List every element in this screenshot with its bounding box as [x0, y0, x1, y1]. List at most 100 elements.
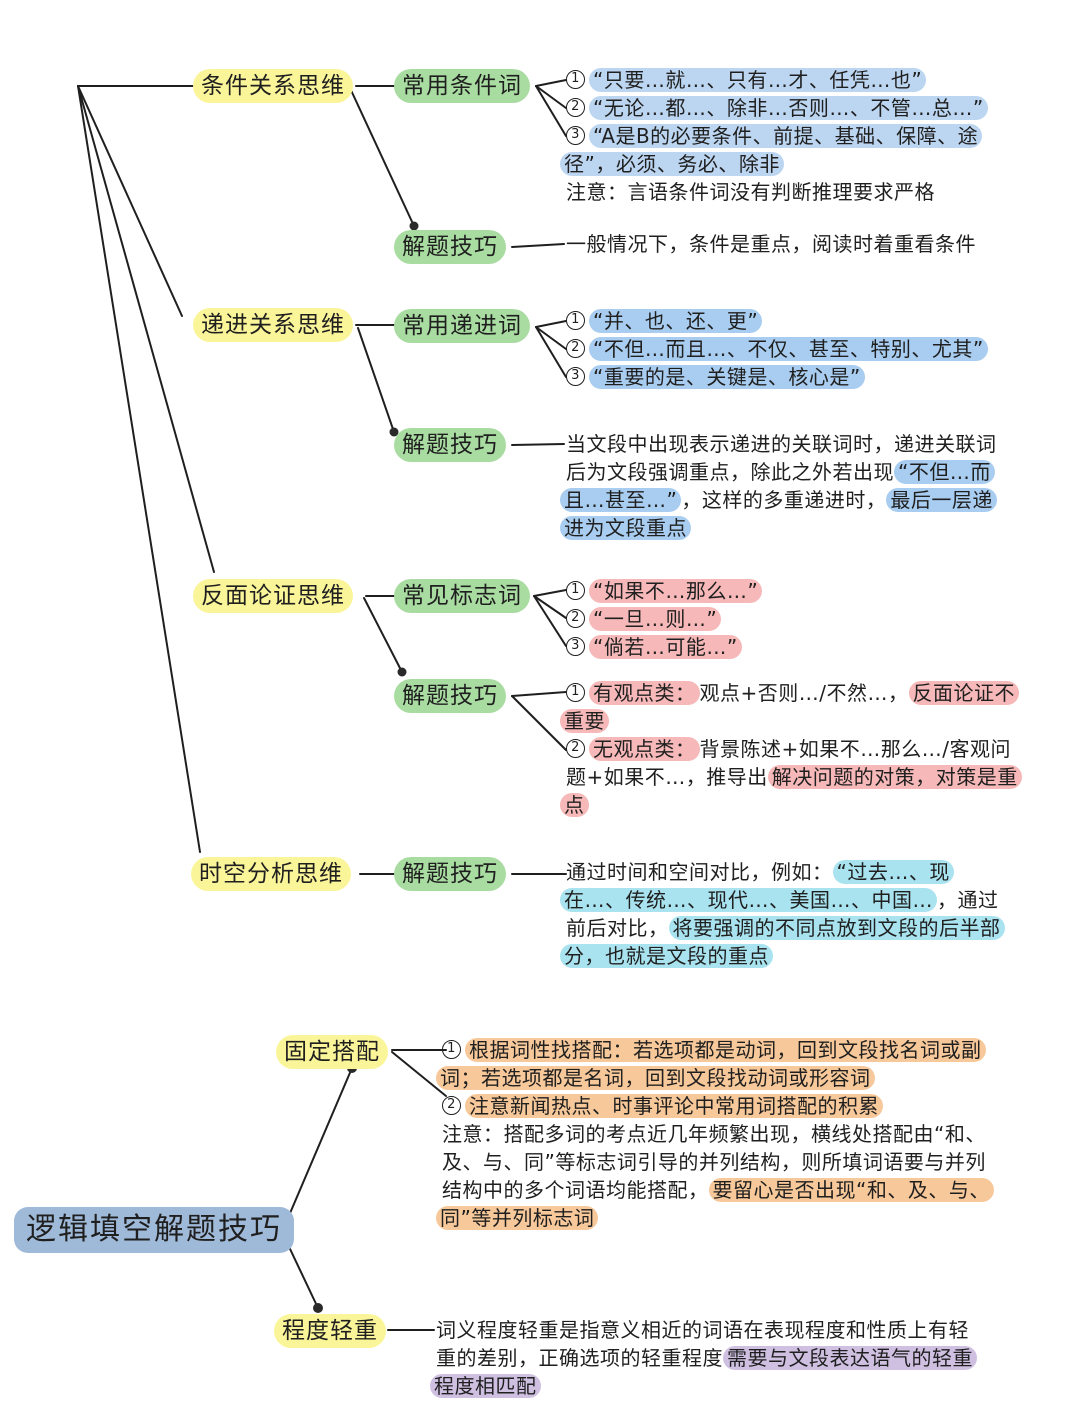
sub-counter-tips: 解题技巧: [394, 679, 506, 713]
progression-tip-1: 当文段中出现表示递进的关联词时，递进关联词: [566, 430, 997, 458]
line-text: “过去…、现: [832, 860, 954, 884]
category-label: 条件关系思维: [201, 73, 345, 99]
number-circle: 1: [566, 581, 585, 600]
progression-tip-2: 后为文段强调重点，除此之外若出现“不但…而: [566, 458, 995, 486]
node-label: 程度轻重: [282, 1318, 378, 1344]
sub-counter-words: 常见标志词: [394, 579, 530, 613]
line-text: 重的差别，正确选项的轻重程度: [436, 1346, 723, 1370]
line-text: 后为文段强调重点，除此之外若出现: [566, 460, 894, 484]
sub-label: 解题技巧: [402, 861, 498, 887]
line-text: “只要…就…、只有…才、任凭…也”: [589, 68, 927, 92]
sub-label: 常见标志词: [402, 583, 522, 609]
progression-tip-3: 且…甚至…”，这样的多重递进时，最后一层递: [560, 486, 997, 514]
fixed-note-1: 注意：搭配多词的考点近几年频繁出现，横线处搭配由“和、: [442, 1120, 986, 1148]
number-circle: 2: [566, 339, 585, 358]
line-text: 根据词性找搭配：若选项都是动词，回到文段找名词或副: [465, 1038, 986, 1062]
line-text: 径”，必须、务必、除非: [560, 152, 784, 176]
line-text: 注意新闻热点、时事评论中常用词搭配的积累: [465, 1094, 883, 1118]
sub-label: 解题技巧: [402, 683, 498, 709]
line-text: 词；若选项都是名词，回到文段找动词或形容词: [436, 1066, 875, 1090]
line-text: 同”等并列标志词: [436, 1206, 599, 1230]
line-text: 背景陈述+如果不…那么…/客观问: [699, 737, 1011, 761]
category-condition: 条件关系思维: [193, 69, 353, 103]
fixed-note-2: 及、与、同”等标志词引导的并列结构，则所填词语要与并列: [442, 1148, 986, 1176]
time-space-tip-1: 通过时间和空间对比，例如：“过去…、现: [566, 858, 954, 886]
sub-progression-tips: 解题技巧: [394, 428, 506, 462]
progression-tip-4: 进为文段重点: [560, 514, 691, 542]
line-text: 重要: [560, 709, 609, 733]
counter-word-1: 1“如果不…那么…”: [566, 577, 763, 605]
node-label: 固定搭配: [284, 1039, 380, 1065]
line-text: ，这样的多重递进时，: [681, 488, 887, 512]
fixed-line-2: 词；若选项都是名词，回到文段找动词或形容词: [436, 1064, 875, 1092]
line-text: 一般情况下，条件是重点，阅读时着重看条件: [566, 232, 976, 256]
line-text: 在…、传统…、现代…、美国…、中国…: [560, 888, 937, 912]
sub-label: 常用递进词: [402, 313, 522, 339]
condition-word-1: 1“只要…就…、只有…才、任凭…也”: [566, 66, 927, 94]
time-space-tip-3: 前后对比，将要强调的不同点放到文段的后半部: [566, 914, 1005, 942]
progression-word-2: 2“不但…而且…、不仅、甚至、特别、尤其”: [566, 335, 988, 363]
line-text: 有观点类：: [589, 681, 700, 705]
counter-tip-1-cont: 重要: [560, 707, 609, 735]
line-text: 程度相匹配: [430, 1374, 541, 1398]
line-text: 分，也就是文段的重点: [560, 944, 773, 968]
degree-line-3: 程度相匹配: [430, 1372, 541, 1400]
progression-word-1: 1“并、也、还、更”: [566, 307, 763, 335]
root-title: 逻辑填空解题技巧: [14, 1207, 294, 1253]
line-text: 且…甚至…”: [560, 488, 682, 512]
category-time-space: 时空分析思维: [191, 857, 351, 891]
degree-line-2: 重的差别，正确选项的轻重程度需要与文段表达语气的轻重: [436, 1344, 977, 1372]
line-text: “不但…而: [894, 460, 995, 484]
number-circle: 1: [566, 683, 585, 702]
category-progression: 递进关系思维: [193, 308, 353, 342]
number-circle: 2: [566, 609, 585, 628]
line-text: 通过时间和空间对比，例如：: [566, 860, 833, 884]
counter-tip-2-end: 点: [560, 791, 589, 819]
line-text: “A是B的必要条件、前提、基础、保障、途: [589, 124, 983, 148]
number-circle: 2: [566, 739, 585, 758]
line-text: “重要的是、关键是、核心是”: [589, 365, 865, 389]
node-degree: 程度轻重: [274, 1314, 386, 1348]
counter-word-2: 2“一旦…则…”: [566, 605, 722, 633]
line-text: 将要强调的不同点放到文段的后半部: [668, 916, 1005, 940]
line-text: “如果不…那么…”: [589, 579, 763, 603]
line-text: 及、与、同”等标志词引导的并列结构，则所填词语要与并列: [442, 1150, 986, 1174]
sub-condition-tips: 解题技巧: [394, 230, 506, 264]
number-circle: 2: [566, 98, 585, 117]
line-text: “并、也、还、更”: [589, 309, 763, 333]
line-text: 最后一层递: [886, 488, 997, 512]
number-circle: 3: [566, 126, 585, 145]
sub-label: 解题技巧: [402, 234, 498, 260]
time-space-tip-2: 在…、传统…、现代…、美国…、中国…，通过: [560, 886, 999, 914]
line-text: 词义程度轻重是指意义相近的词语在表现程度和性质上有轻: [436, 1318, 969, 1342]
counter-tip-2-cont: 题+如果不…，推导出解决问题的对策，对策是重: [566, 763, 1022, 791]
fixed-note-4: 同”等并列标志词: [436, 1204, 599, 1232]
condition-tip: 一般情况下，条件是重点，阅读时着重看条件: [566, 230, 976, 258]
degree-line-1: 词义程度轻重是指意义相近的词语在表现程度和性质上有轻: [436, 1316, 969, 1344]
sub-condition-words: 常用条件词: [394, 69, 530, 103]
condition-word-3: 3“A是B的必要条件、前提、基础、保障、途: [566, 122, 983, 150]
line-text: 无观点类：: [589, 737, 700, 761]
progression-word-3: 3“重要的是、关键是、核心是”: [566, 363, 865, 391]
counter-word-3: 3“倘若…可能…”: [566, 633, 742, 661]
category-label: 递进关系思维: [201, 312, 345, 338]
category-label: 时空分析思维: [199, 861, 343, 887]
category-counter-argument: 反面论证思维: [193, 579, 353, 613]
line-text: 前后对比，: [566, 916, 669, 940]
node-fixed-collocation: 固定搭配: [276, 1035, 388, 1069]
root-label: 逻辑填空解题技巧: [26, 1212, 282, 1247]
line-text: 题+如果不…，推导出: [566, 765, 768, 789]
line-text: 要留心是否出现“和、及、与、: [708, 1178, 994, 1202]
line-text: 点: [560, 793, 589, 817]
number-circle: 1: [566, 70, 585, 89]
sub-label: 解题技巧: [402, 432, 498, 458]
line-text: “无论…都…、除非…否则…、不管…总…”: [589, 96, 988, 120]
number-circle: 1: [442, 1040, 461, 1059]
line-text: “不但…而且…、不仅、甚至、特别、尤其”: [589, 337, 988, 361]
category-label: 反面论证思维: [201, 583, 345, 609]
line-text: 进为文段重点: [560, 516, 691, 540]
